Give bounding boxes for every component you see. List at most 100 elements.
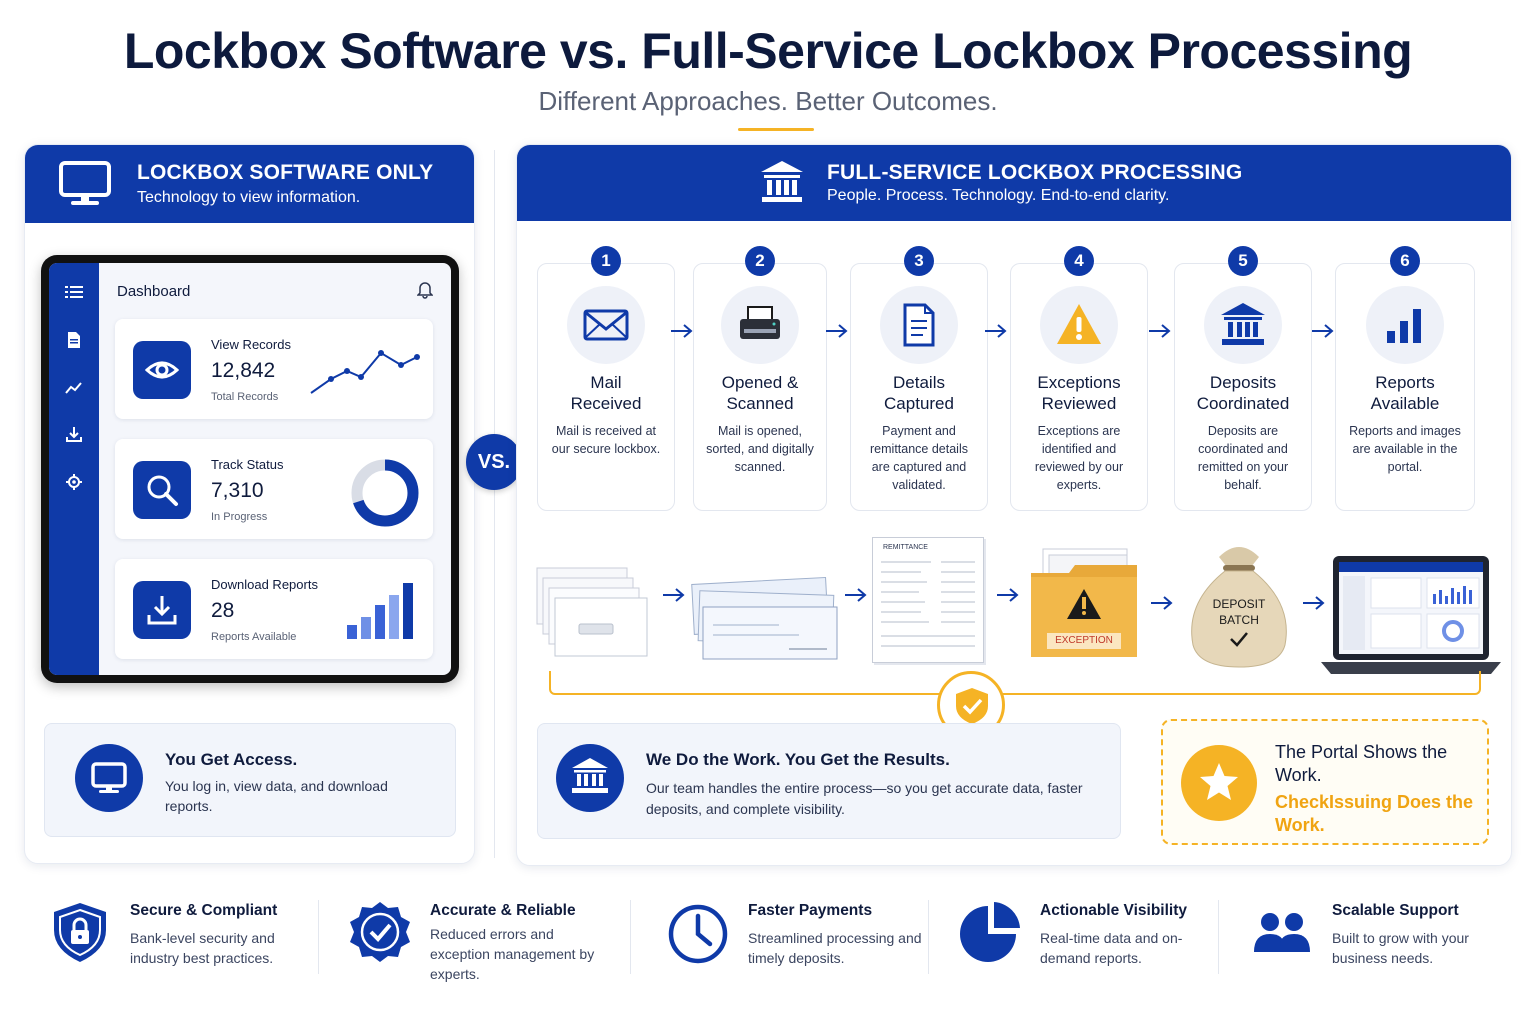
- step-deposits-coordinated: 5 Deposits Coordinated Deposits are coor…: [1174, 246, 1312, 511]
- shield-check-icon: [956, 688, 988, 724]
- card-value: 12,842: [211, 359, 276, 382]
- step-icon-circle: [721, 286, 799, 364]
- warning-icon: [1057, 304, 1101, 344]
- step-title: Exceptions Reviewed: [1037, 373, 1121, 413]
- card-value: 28: [211, 599, 235, 622]
- step-icon-circle: [880, 286, 958, 364]
- access-desc: You log in, view data, and download repo…: [165, 778, 388, 814]
- card-icon-tile: [133, 581, 191, 639]
- process-bracket: [549, 671, 1481, 695]
- bank-icon: [1221, 303, 1265, 345]
- step-desc: Payment and remittance details are captu…: [870, 424, 968, 492]
- envelope-icon: [583, 309, 629, 341]
- step-number: 1: [591, 246, 621, 276]
- feature-desc: Built to grow with your business needs.: [1332, 930, 1469, 966]
- page-subtitle: Different Approaches. Better Outcomes.: [538, 86, 998, 116]
- step-exceptions-reviewed: 4 Exceptions Reviewed Exceptions are ide…: [1010, 246, 1148, 511]
- gear-icon[interactable]: [65, 473, 83, 491]
- exception-folder-illustration: EXCEPTION: [1029, 543, 1141, 663]
- arrow-right-icon: [1312, 324, 1334, 338]
- card-subtext: Total Records: [211, 391, 279, 403]
- feature-desc: Reduced errors and exception management …: [430, 926, 595, 982]
- remittance-label: REMITTANCE: [883, 544, 928, 551]
- software-only-panel: LOCKBOX SOFTWARE ONLY Technology to view…: [24, 144, 475, 864]
- download-icon: [147, 596, 177, 625]
- step-title: Opened & Scanned: [721, 373, 799, 413]
- remittance-document-illustration: REMITTANCE: [872, 537, 984, 663]
- feature-title: Accurate & Reliable: [430, 902, 576, 919]
- card-icon-tile: [133, 341, 191, 399]
- feature-title: Faster Payments: [748, 902, 873, 919]
- step-number: 2: [745, 246, 775, 276]
- feature-title: Scalable Support: [1332, 902, 1459, 919]
- access-title: You Get Access.: [165, 750, 298, 769]
- you-get-access-box: You Get Access. You log in, view data, a…: [44, 723, 456, 837]
- card-icon-tile: [133, 461, 191, 519]
- feature-title: Actionable Visibility: [1040, 902, 1188, 919]
- download-reports-card[interactable]: Download Reports 28 Reports Available: [115, 559, 433, 659]
- step-desc: Reports and images are available in the …: [1349, 424, 1461, 474]
- step-icon-circle: [1204, 286, 1282, 364]
- full-service-panel: FULL-SERVICE LOCKBOX PROCESSING People. …: [516, 144, 1512, 866]
- work-desc: Our team handles the entire process—so y…: [646, 780, 1083, 817]
- folder-warning-icon: [1031, 548, 1137, 657]
- arrow-right-icon: [845, 588, 867, 602]
- document-icon[interactable]: [65, 331, 83, 349]
- bell-icon[interactable]: [417, 281, 433, 299]
- panel-divider: [494, 150, 495, 858]
- track-status-card[interactable]: Track Status 7,310 In Progress: [115, 439, 433, 539]
- feature-separator: [318, 900, 319, 974]
- remittance-lines: [881, 561, 975, 647]
- star-icon: [1200, 763, 1238, 800]
- card-subtext: Reports Available: [211, 631, 297, 643]
- arrow-right-icon: [1303, 596, 1325, 610]
- arrow-right-icon: [1149, 324, 1171, 338]
- step-desc: Mail is opened, sorted, and digitally sc…: [706, 424, 814, 474]
- bank-icon: [572, 758, 608, 793]
- card-title: Track Status: [211, 457, 284, 472]
- monitor-icon: [59, 161, 111, 205]
- portal-line-2: CheckIssuing Does the Work.: [1275, 792, 1474, 835]
- checks-illustration: [691, 576, 838, 660]
- software-panel-header: LOCKBOX SOFTWARE ONLY Technology to view…: [25, 145, 474, 223]
- feature-scalable-support: Scalable Support Built to grow with your…: [1250, 896, 1512, 996]
- eye-icon: [145, 361, 179, 379]
- work-title: We Do the Work. You Get the Results.: [646, 750, 950, 769]
- search-icon: [147, 475, 178, 506]
- menu-icon[interactable]: [65, 283, 83, 301]
- feature-faster-payments: Faster Payments Streamlined processing a…: [666, 896, 928, 996]
- full-service-subtitle: People. Process. Technology. End-to-end …: [827, 187, 1170, 204]
- trend-icon[interactable]: [65, 379, 83, 397]
- feature-desc: Streamlined processing and timely deposi…: [748, 930, 922, 966]
- step-title: Reports Available: [1370, 373, 1440, 413]
- arrow-right-icon: [997, 588, 1019, 602]
- software-panel-title: LOCKBOX SOFTWARE ONLY: [137, 161, 434, 184]
- deposit-label: DEPOSIT: [1212, 597, 1266, 611]
- document-icon: [903, 303, 935, 347]
- deposit-bag-illustration: DEPOSIT BATCH: [1179, 533, 1299, 671]
- feature-secure-compliant: Secure & Compliant Bank-level security a…: [48, 896, 310, 996]
- step-number: 6: [1390, 246, 1420, 276]
- step-mail-received: 1 Mail Received Mail is received at our …: [537, 246, 675, 511]
- access-icon-circle: [75, 744, 143, 812]
- feature-separator: [1218, 900, 1219, 974]
- card-value: 7,310: [211, 479, 264, 502]
- dashboard-sidebar: [49, 263, 99, 675]
- users-icon: [1254, 913, 1310, 952]
- feature-title: Secure & Compliant: [130, 902, 278, 919]
- step-number: 3: [904, 246, 934, 276]
- exception-label: EXCEPTION: [1055, 635, 1113, 646]
- full-service-title: FULL-SERVICE LOCKBOX PROCESSING: [827, 161, 1243, 184]
- feature-desc: Real-time data and on-demand reports.: [1040, 930, 1183, 966]
- batch-label: BATCH: [1219, 613, 1259, 627]
- feature-separator: [928, 900, 929, 974]
- dashboard-screen: Dashboard View Records 12,842 Total Reco…: [49, 263, 451, 675]
- step-number: 4: [1064, 246, 1094, 276]
- donut-chart: [351, 459, 419, 527]
- page-title: Lockbox Software vs. Full-Service Lockbo…: [123, 23, 1413, 79]
- arrow-right-icon: [671, 324, 693, 338]
- download-icon[interactable]: [65, 425, 83, 443]
- view-records-card[interactable]: View Records 12,842 Total Records: [115, 319, 433, 419]
- step-title: Deposits Coordinated: [1196, 373, 1290, 413]
- bar-sparkline: [347, 583, 413, 639]
